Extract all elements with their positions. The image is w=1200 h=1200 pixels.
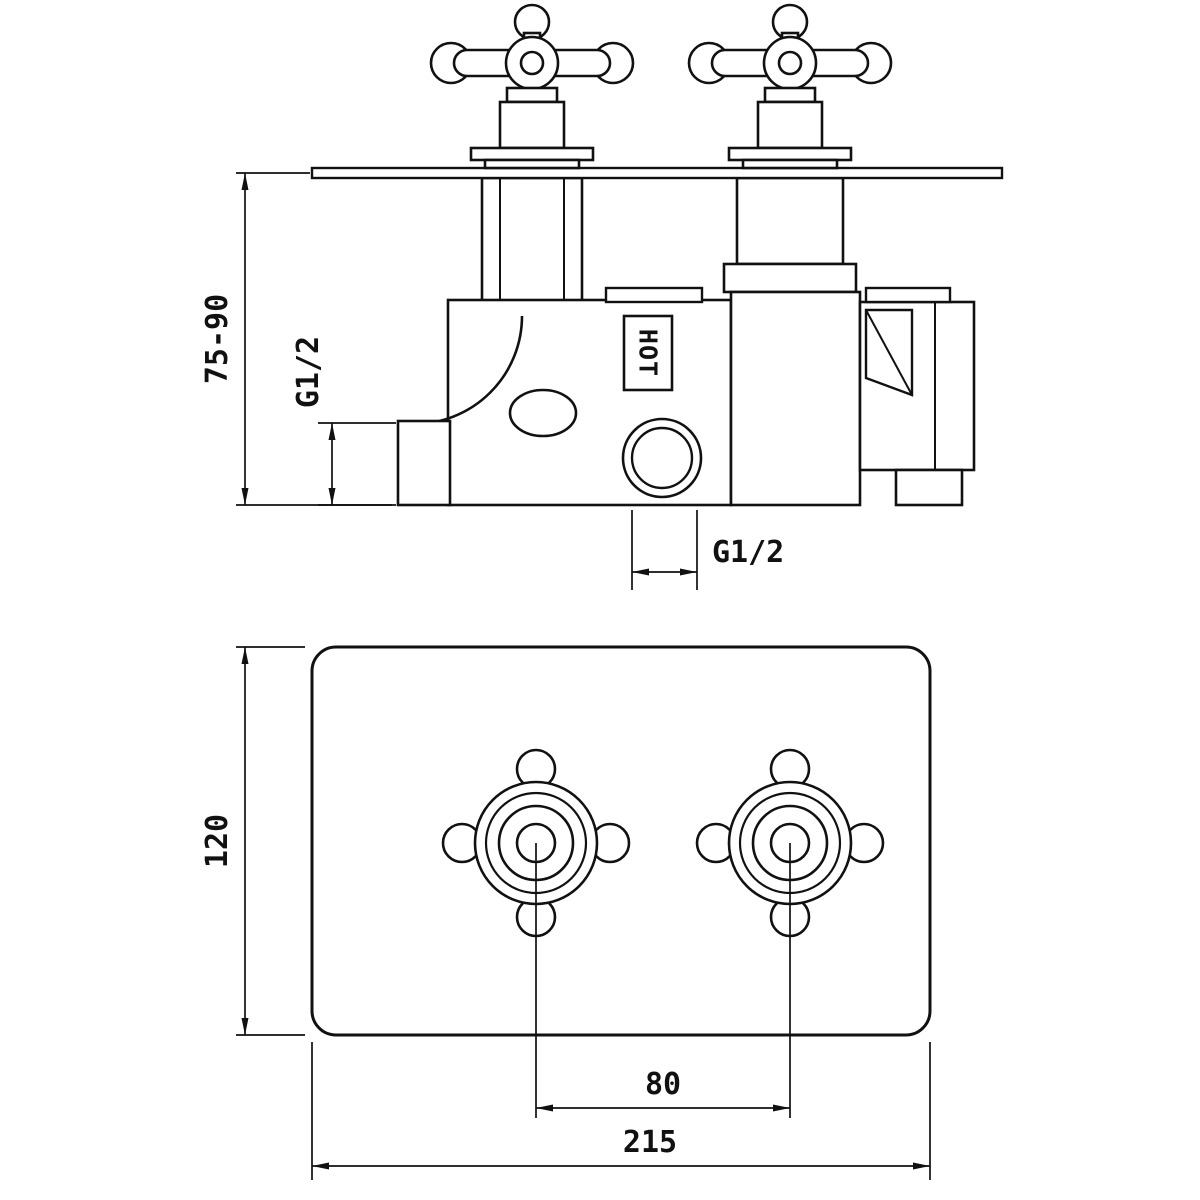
dim-outlet-label: G1/2 <box>712 535 784 570</box>
dim-inlet: G1/2 <box>291 336 396 506</box>
left-handle-side <box>429 3 635 170</box>
dim-inlet-label: G1/2 <box>291 336 326 408</box>
hot-label: HOT <box>634 329 663 377</box>
dim-handle-spacing-label: 80 <box>645 1067 681 1102</box>
dim-plate-height-label: 120 <box>200 814 235 868</box>
dim-outlet: G1/2 <box>631 510 784 590</box>
handle-centerlines <box>535 843 791 1118</box>
dim-depth: 75-90 <box>200 172 392 506</box>
front-view: 120 80 215 <box>200 645 932 1180</box>
dim-handle-spacing: 80 <box>536 1067 790 1112</box>
dim-plate-width-label: 215 <box>623 1125 677 1160</box>
hot-marking: HOT <box>622 314 674 392</box>
dim-plate-height: 120 <box>200 646 305 1036</box>
side-view: HOT 75-90 G1/2 G1/2 <box>200 3 1004 590</box>
dim-depth-label: 75-90 <box>200 294 235 384</box>
dim-plate-width: 215 <box>311 1042 931 1180</box>
mounting-plate-side <box>310 166 1004 180</box>
valve-body <box>396 176 976 507</box>
right-handle-side <box>687 3 893 170</box>
